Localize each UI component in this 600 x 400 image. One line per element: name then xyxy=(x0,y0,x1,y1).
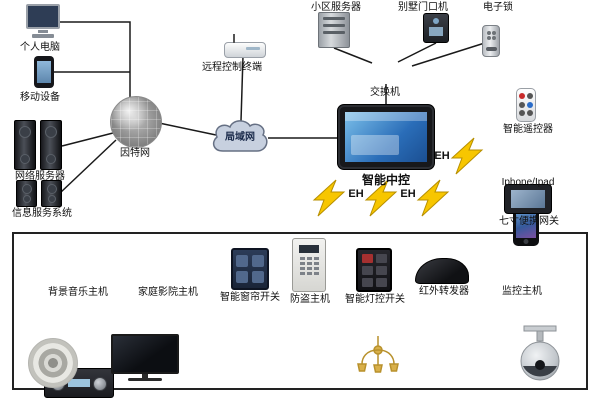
central-control-tablet-icon xyxy=(337,104,435,170)
community-server-icon xyxy=(318,12,350,48)
label-light-control-switch: 智能灯控开关 xyxy=(345,294,405,305)
ceiling-speaker-icon xyxy=(28,338,78,388)
label-curtain-switch: 智能窗帘开关 xyxy=(220,292,280,303)
mobile-phone-icon xyxy=(34,56,54,88)
network-server-icon xyxy=(14,120,62,170)
portable-gateway-icon xyxy=(504,184,552,214)
label-portable-gateway: 七寸便携网关 xyxy=(499,216,559,227)
label-home-theater-host: 家庭影院主机 xyxy=(138,287,198,298)
label-personal-computer: 个人电脑 xyxy=(20,42,60,53)
label-eh-1: EH xyxy=(348,188,364,200)
lan-cloud-icon xyxy=(212,120,268,152)
label-villa-door-station: 别墅门口机 xyxy=(398,2,448,13)
label-lan: 局域网 xyxy=(225,132,255,143)
label-network-server: 网络服务器 xyxy=(15,171,65,182)
desktop-computer-icon xyxy=(26,4,60,38)
label-network-switch: 交换机 xyxy=(370,87,400,98)
label-central-control: 智能中控 xyxy=(361,173,410,187)
light-control-switch-icon xyxy=(356,248,392,292)
label-remote-control-terminal: 远程控制终端 xyxy=(202,62,262,73)
label-eh-2: EH xyxy=(400,188,416,200)
device-group-box xyxy=(12,232,588,390)
lightning-bolt-icon xyxy=(312,137,484,217)
electronic-lock-icon xyxy=(482,25,500,57)
label-internet: 因特网 xyxy=(120,148,150,159)
label-monitor-host: 监控主机 xyxy=(502,286,542,297)
remote-terminal-router-icon xyxy=(224,34,266,58)
label-smart-remote: 智能遥控器 xyxy=(503,124,553,135)
smart-remote-icon xyxy=(516,88,536,122)
label-mobile-device: 移动设备 xyxy=(20,92,60,103)
label-background-music-host: 背景音乐主机 xyxy=(48,287,108,298)
curtain-switch-icon xyxy=(231,248,269,290)
internet-globe-icon xyxy=(110,96,162,148)
villa-door-station-icon xyxy=(423,13,449,43)
ptz-camera-icon xyxy=(520,325,560,381)
label-info-service-system: 信息服务系统 xyxy=(12,208,72,219)
label-iphone-ipad: Iphone/Ipad xyxy=(501,177,555,188)
label-eh-3: EH xyxy=(434,150,450,162)
label-electronic-lock: 电子锁 xyxy=(483,2,513,13)
label-community-server: 小区服务器 xyxy=(311,2,361,13)
info-service-system-icon xyxy=(16,180,62,207)
label-ir-repeater: 红外转发器 xyxy=(419,286,469,297)
label-security-host: 防盗主机 xyxy=(290,294,330,305)
security-host-icon xyxy=(292,238,326,292)
chandelier-icon xyxy=(357,336,399,373)
tv-icon xyxy=(111,334,179,381)
